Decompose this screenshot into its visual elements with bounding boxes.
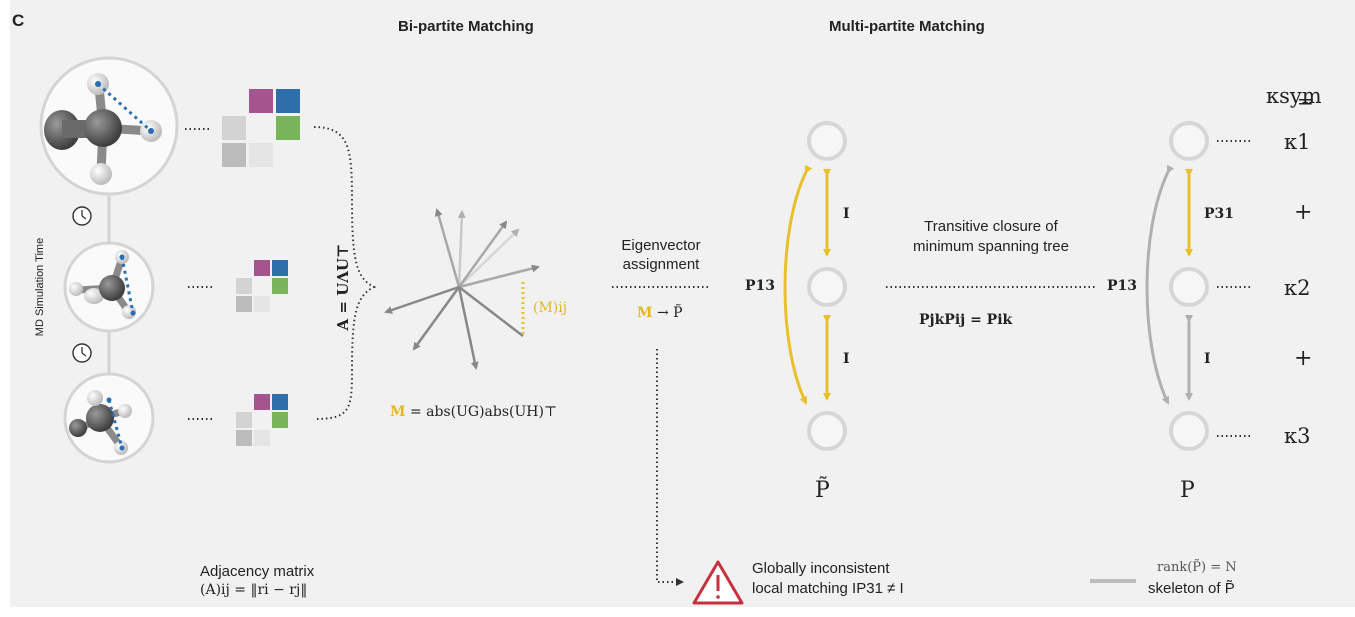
partial-matching-graph [783,121,847,451]
eigen-assignment-line1: Eigenvector [621,237,701,254]
clock-icon [72,206,92,226]
graph2-edge-bottom: I [1204,351,1211,367]
closure-line2: minimum spanning tree [913,238,1069,255]
molecule-snapshot-1 [39,56,179,196]
graph1-edge-p13: P13 [745,278,776,294]
adjacency-title: Adjacency matrix [200,563,315,580]
kappa-1: κ1 [1284,130,1311,154]
graph2-edge-p31: P31 [1204,206,1235,222]
graph2-caption: P [1180,478,1195,503]
full-matching-graph [1145,121,1209,451]
legend-line2: skeleton of P̃ [1148,580,1235,597]
legend-line1: rank(P̃) = N [1157,560,1237,575]
panel-letter: C [12,11,25,30]
multipartite-header: Multi-partite Matching [829,18,985,35]
brace [313,126,377,420]
warning-line2: local matching IP31 ≠ I [752,580,904,597]
graph2-edge-p13: P13 [1107,278,1138,294]
molecule-snapshot-3 [63,372,155,464]
adjacency-formula: (A)ij = ‖ri − rj‖ [200,582,308,598]
graph1-edge-bottom: I [843,351,850,367]
adjacency-matrix-2 [236,260,288,312]
time-axis-label: MD Simulation Time [34,237,46,337]
bipartite-header: Bi-partite Matching [398,18,534,35]
clock-icon [72,343,92,363]
mapping-formula: M → P̃ [637,305,683,321]
kappa-sym: κsym [1266,84,1322,108]
eigen-assignment-line2: assignment [622,256,700,273]
closure-line1: Transitive closure of [924,218,1058,235]
m-formula: M = abs(UG)abs(UH)⊤ [390,404,558,420]
closure-formula: PjkPij = Pik [919,312,1013,328]
graph1-caption: P̃ [815,478,830,503]
kappa-plus-2: + [1294,346,1313,371]
figure-panel [10,0,1355,607]
adjacency-matrix-3 [236,394,288,446]
kappa-eq-sign: = [1297,89,1314,113]
kappa-plus-1: + [1294,200,1313,225]
warning-icon [692,560,744,605]
warning-line1: Globally inconsistent [752,560,890,577]
kappa-3: κ3 [1284,424,1311,448]
adjacency-matrix-1 [222,89,300,167]
eigenvector-fan [384,208,540,370]
decomposition-formula: A = UΛU⊤ [334,243,352,331]
graph1-edge-top: I [843,206,850,222]
molecule-snapshot-2 [63,241,155,333]
m-entry-label: (M)ij [533,300,568,316]
kappa-2: κ2 [1284,276,1311,300]
